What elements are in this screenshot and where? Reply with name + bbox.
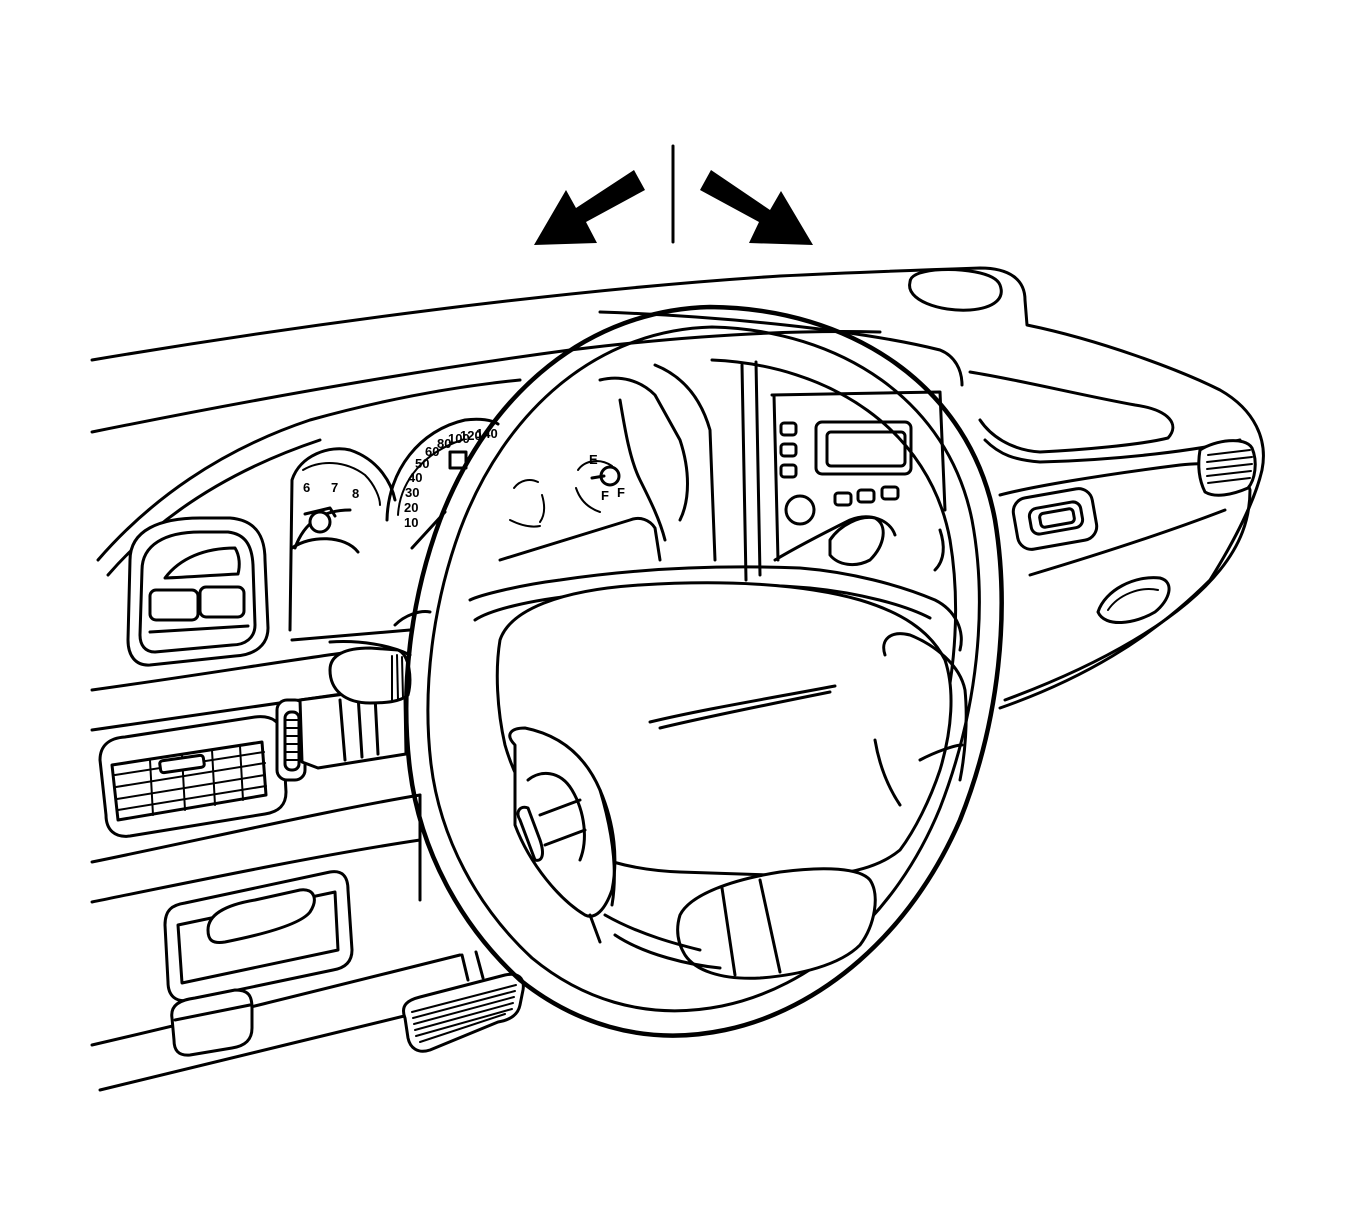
radio-preset-buttons[interactable] xyxy=(779,421,798,479)
tilt-direction-indicator xyxy=(534,144,813,245)
speedo-label-50: 50 xyxy=(415,456,429,471)
column-lever[interactable] xyxy=(516,805,544,862)
brake-pedal[interactable] xyxy=(402,950,525,1053)
dashboard-body xyxy=(90,266,1265,1092)
fuel-label-f: F xyxy=(601,488,609,503)
radio-display xyxy=(814,420,913,476)
tach-label-8: 8 xyxy=(352,486,359,501)
hood-release-lever[interactable] xyxy=(170,988,254,1057)
defroster-vent xyxy=(908,268,1003,312)
fuel-label-f-2: F xyxy=(617,485,625,500)
speedo-label-10: 10 xyxy=(404,515,418,530)
fuel-gauge: E F F xyxy=(575,452,625,513)
center-stack xyxy=(770,390,947,572)
glovebox-latch[interactable] xyxy=(1096,576,1171,625)
passenger-side-vent xyxy=(1197,439,1257,497)
speedo-label-60: 60 xyxy=(425,444,439,459)
arrow-down-left-icon xyxy=(534,170,645,245)
tach-label-6: 6 xyxy=(303,480,310,495)
speedo-label-20: 20 xyxy=(404,500,418,515)
arrow-down-right-icon xyxy=(700,170,813,245)
fuel-label-e: E xyxy=(589,452,598,467)
lower-spoke-pad xyxy=(676,867,877,980)
headlamp-switch-block[interactable] xyxy=(298,690,408,770)
steering-wheel-rim[interactable] xyxy=(404,304,1004,1038)
center-vent-grille[interactable] xyxy=(98,715,288,838)
lower-storage-compartment[interactable] xyxy=(163,870,354,1003)
speedo-label-80: 80 xyxy=(437,436,451,451)
speedo-label-40: 40 xyxy=(408,470,422,485)
speedo-label-100: 100 xyxy=(448,431,470,446)
steering-wheel[interactable] xyxy=(404,304,1004,1038)
radio-volume-knob[interactable] xyxy=(784,494,816,526)
tachometer: 6 7 8 xyxy=(290,462,381,554)
instrument-cluster: 6 7 8 10 20 30 40 50 60 80 100 120 140 xyxy=(288,360,762,642)
speedometer: 10 20 30 40 50 60 80 100 120 140 xyxy=(385,417,500,550)
left-end-vent[interactable] xyxy=(126,516,270,667)
radio-function-buttons[interactable] xyxy=(833,485,900,507)
speedo-label-120: 120 xyxy=(460,428,482,443)
temperature-gauge xyxy=(509,479,546,528)
tach-label-7: 7 xyxy=(331,480,338,495)
turn-signal-stalk[interactable] xyxy=(328,610,432,705)
dimmer-thumbwheel[interactable] xyxy=(275,698,307,782)
speedo-label-30: 30 xyxy=(405,485,419,500)
